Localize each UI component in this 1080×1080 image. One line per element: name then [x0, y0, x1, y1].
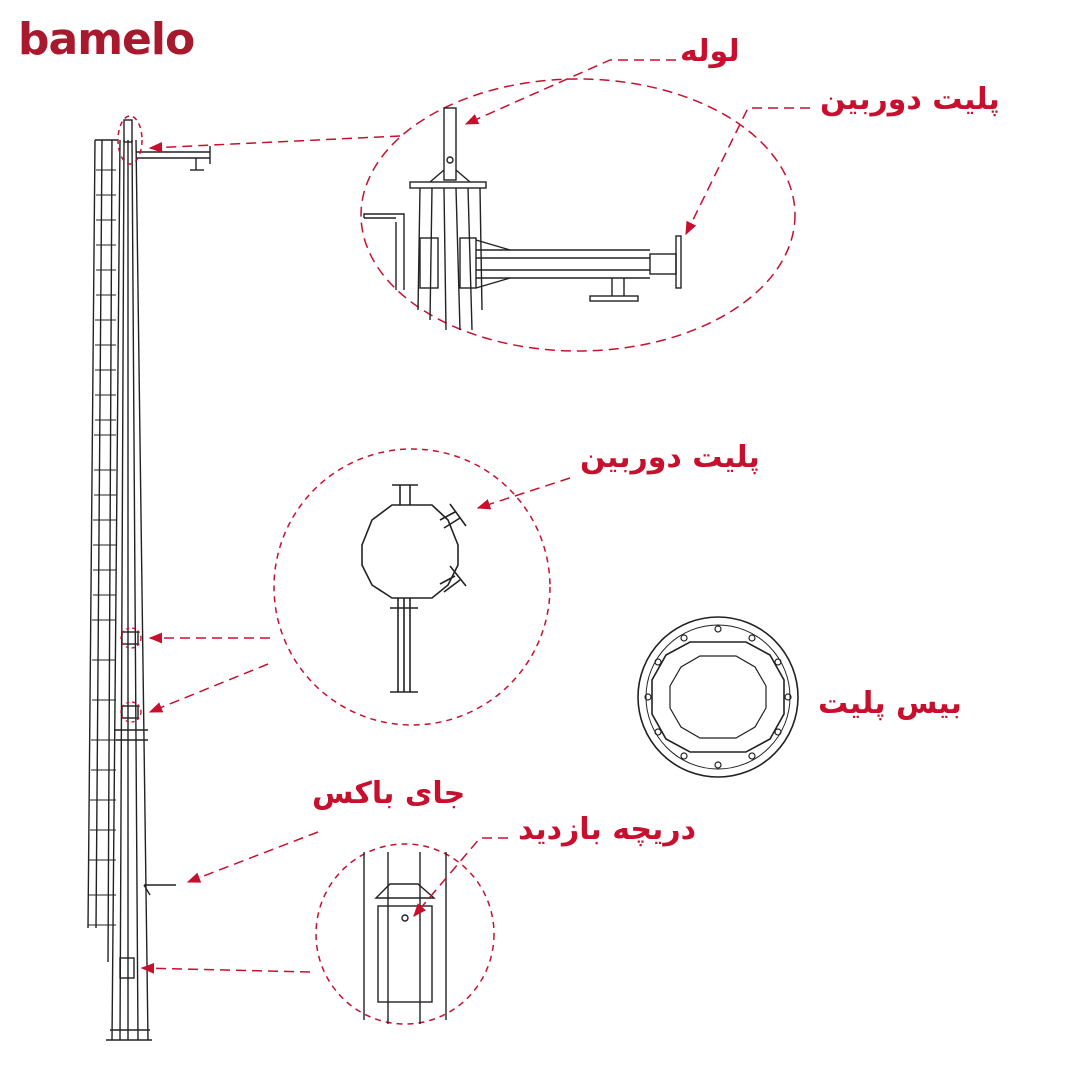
- pole-top-bracket: [136, 146, 211, 171]
- detail-bottom-drawing: [363, 852, 447, 1024]
- brand-logo: bamelo: [18, 14, 195, 65]
- leader-camplate-top: [685, 107, 810, 236]
- pole-top-highlight: [117, 115, 143, 165]
- detail-top-drawing: [363, 107, 682, 331]
- detail-bottom-ellipse: [315, 843, 495, 1025]
- leader-pipe: [464, 59, 676, 125]
- pole-box-bracket: [143, 884, 176, 896]
- pole-camera-plate-2: [121, 705, 139, 719]
- pole-elevation: [87, 119, 211, 1041]
- label-base-plate: بیس پلیت: [818, 686, 962, 721]
- leader-box-place: [186, 831, 319, 883]
- leader-bottom-detail: [140, 962, 311, 974]
- leader-mid-2: [148, 663, 269, 713]
- detail-mid-drawing: [361, 484, 467, 693]
- leader-hatch: [413, 837, 508, 918]
- label-inspection-hatch: دریچه بازدید: [518, 812, 696, 847]
- pole-top-pipe: [123, 119, 133, 143]
- leader-top-detail: [148, 135, 401, 153]
- label-box-place: جای باکس: [312, 776, 466, 811]
- pole-hatch: [119, 957, 135, 979]
- label-camera-plate-top: پلیت دوربین: [820, 82, 1000, 117]
- ladder: [87, 139, 118, 963]
- pole-shaft: [106, 139, 152, 1041]
- label-pipe: لوله: [680, 34, 740, 69]
- leader-camplate-mid: [476, 477, 571, 510]
- pole-plate-highlight-2: [120, 701, 142, 723]
- base-plate-drawing: [637, 616, 799, 778]
- pole-camera-plate-1: [121, 631, 139, 645]
- callout-leaders: [140, 59, 810, 974]
- detail-top-ellipse: [360, 78, 796, 352]
- pole-plate-highlight-1: [120, 627, 142, 649]
- label-camera-plate-mid: پلیت دوربین: [580, 440, 760, 475]
- detail-mid-circle: [273, 448, 551, 726]
